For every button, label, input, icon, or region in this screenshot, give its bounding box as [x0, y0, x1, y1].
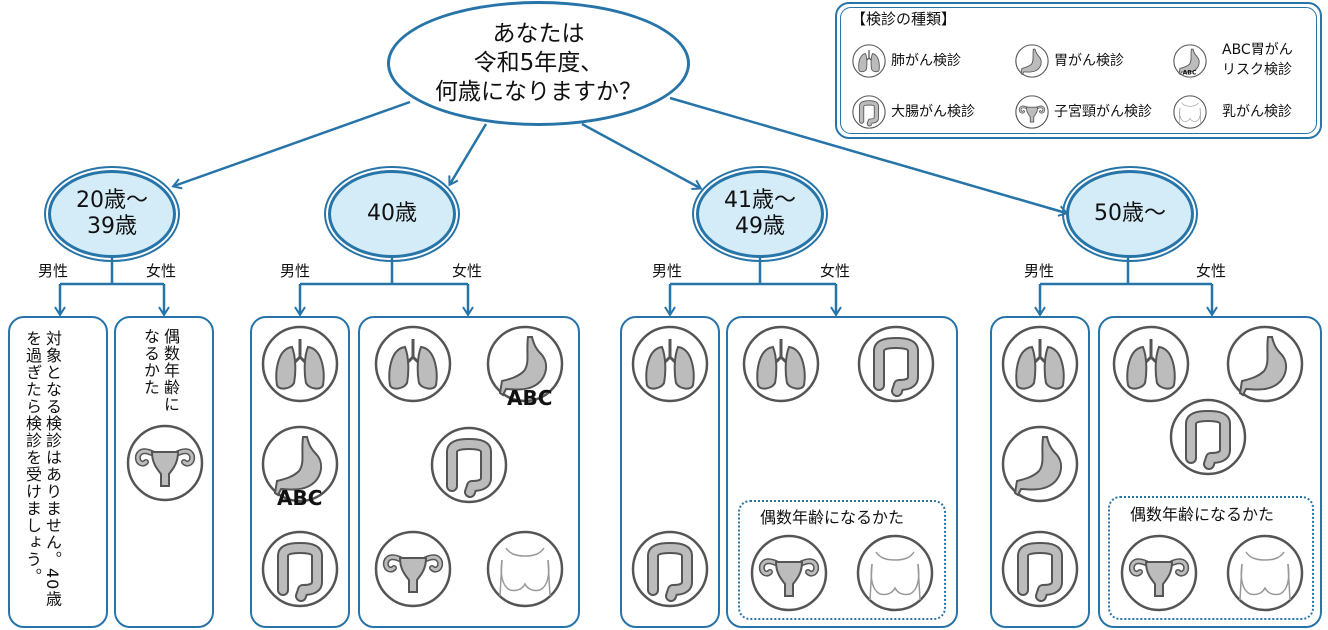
lung-icon — [1112, 325, 1190, 403]
g4-male-label: 男性 — [1024, 262, 1055, 280]
age-label-50-plus: 50歳～ — [1094, 201, 1166, 226]
abc-stomach-icon: ABC — [1173, 44, 1207, 78]
legend-lung-label: 肺がん検診 — [891, 53, 961, 69]
question-line-3: 何歳になりますか？ — [435, 79, 642, 105]
g4-female-label: 女性 — [1196, 262, 1227, 280]
lung-icon — [261, 325, 339, 403]
abc-mark: ABC — [507, 386, 553, 410]
g2-female-label: 女性 — [452, 262, 483, 280]
uterus-icon — [1120, 534, 1198, 612]
g3-even-age-note: 偶数年齢になるかた — [760, 508, 905, 527]
colon-icon — [857, 325, 935, 403]
question-links — [171, 96, 1069, 217]
g4-even-age-box — [1108, 496, 1314, 620]
legend-abc-mark: ABC — [1183, 70, 1197, 77]
colon-icon — [1001, 530, 1079, 608]
branch-links — [54, 252, 1218, 317]
g2-male-label: 男性 — [280, 262, 311, 280]
age-node-20-39: 20歳～ 39歳 — [44, 166, 180, 262]
age-node-50-plus: 50歳～ — [1062, 166, 1198, 262]
breast-icon — [1226, 534, 1304, 612]
age-label-20-39-line-1: 20歳～ — [76, 188, 148, 213]
lung-icon — [1001, 325, 1079, 403]
link-g2 — [448, 123, 488, 187]
legend-cervical-label: 子宮頸がん検診 — [1054, 104, 1152, 120]
g3-male-label: 男性 — [652, 262, 683, 280]
stomach-icon — [1001, 425, 1079, 503]
lung-icon — [631, 325, 709, 403]
g3-female-label: 女性 — [820, 262, 851, 280]
colon-icon — [261, 530, 339, 608]
g1-female-note: 偶数年齢になるかた — [141, 328, 180, 413]
colon-icon — [430, 426, 508, 504]
colon-icon — [631, 530, 709, 608]
link-g3 — [581, 122, 703, 191]
legend-abc-label-1: ABC胃がん — [1222, 42, 1293, 58]
lung-icon — [374, 325, 452, 403]
breast-icon — [486, 530, 564, 608]
legend-abc-label-2: リスク検診 — [1222, 62, 1292, 78]
uterus-icon — [1015, 95, 1049, 129]
stomach-icon — [1226, 325, 1304, 403]
legend-colon-label: 大腸がん検診 — [891, 104, 975, 120]
lung-icon — [742, 325, 820, 403]
uterus-icon — [374, 530, 452, 608]
colon-icon — [1169, 398, 1247, 476]
uterus-icon — [750, 534, 828, 612]
legend-box — [835, 2, 1322, 139]
g1-female-label: 女性 — [146, 262, 177, 280]
link-g1 — [171, 100, 411, 190]
age-label-40: 40歳 — [367, 201, 417, 226]
age-label-20-39-line-2: 39歳 — [87, 214, 137, 239]
legend-breast-label: 乳がん検診 — [1222, 104, 1292, 120]
abc-mark: ABC — [277, 486, 323, 510]
age-node-40: 40歳 — [324, 166, 460, 262]
age-node-41-49: 41歳～ 49歳 — [692, 166, 828, 262]
g3-even-age-box — [738, 500, 946, 620]
stomach-icon — [1015, 44, 1049, 78]
uterus-icon — [126, 424, 204, 502]
g4-even-age-note: 偶数年齢になるかた — [1130, 505, 1275, 524]
legend-title: 【検診の種類】 — [851, 10, 957, 28]
g1-male-note: 対象となる検診はありません。40歳を過ぎたら検診を受けましょう。 — [23, 330, 62, 608]
legend-stomach-label: 胃がん検診 — [1054, 53, 1124, 69]
colon-icon — [852, 95, 886, 129]
g1-male-label: 男性 — [38, 262, 69, 280]
age-label-41-49-line-1: 41歳～ — [724, 188, 796, 213]
question-line-1: あなたは — [492, 21, 585, 47]
g1-male-box — [8, 316, 108, 628]
breast-icon — [856, 534, 934, 612]
age-label-41-49-line-2: 49歳 — [735, 214, 785, 239]
lung-icon — [852, 44, 886, 78]
question-line-2: 令和5年度、 — [473, 50, 604, 76]
question-bubble: あなたは 令和5年度、 何歳になりますか？ — [387, 1, 690, 126]
link-g4 — [669, 96, 1069, 217]
breast-icon — [1173, 95, 1207, 129]
